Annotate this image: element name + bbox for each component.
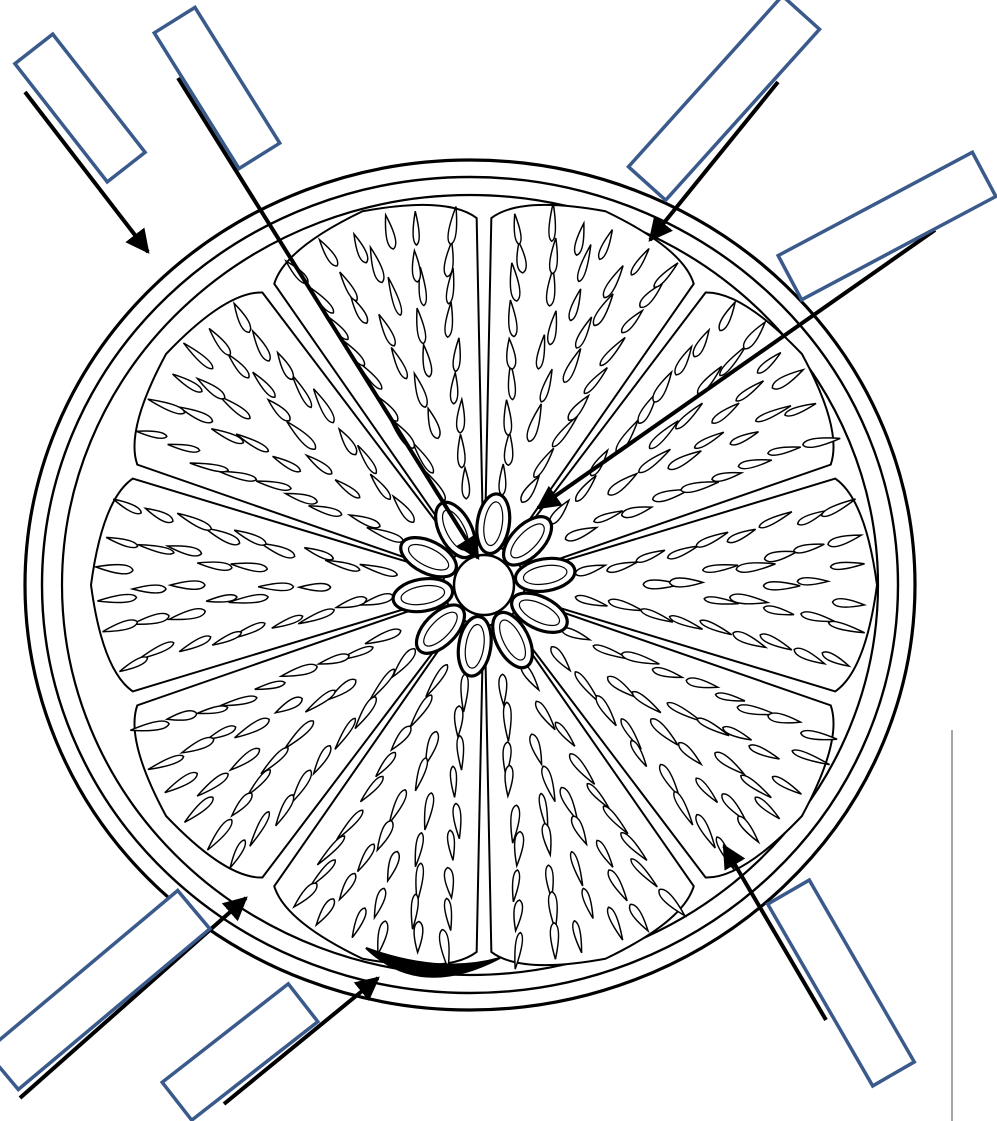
central-axis	[454, 555, 514, 615]
label-center-axis[interactable]	[154, 7, 279, 168]
label-pith[interactable]	[0, 891, 210, 1090]
label-box-border	[162, 984, 318, 1120]
label-segment-wall[interactable]	[768, 880, 915, 1086]
label-box-border	[628, 0, 819, 200]
label-oil-gland[interactable]	[162, 984, 318, 1120]
label-box-border	[15, 34, 145, 182]
label-box-border	[778, 152, 996, 299]
label-seed[interactable]	[778, 152, 996, 299]
label-box-border	[154, 7, 279, 168]
label-peel-top[interactable]	[628, 0, 819, 200]
label-box-border	[768, 880, 915, 1086]
label-box-border	[0, 891, 210, 1090]
label-outer-rind[interactable]	[15, 34, 145, 182]
